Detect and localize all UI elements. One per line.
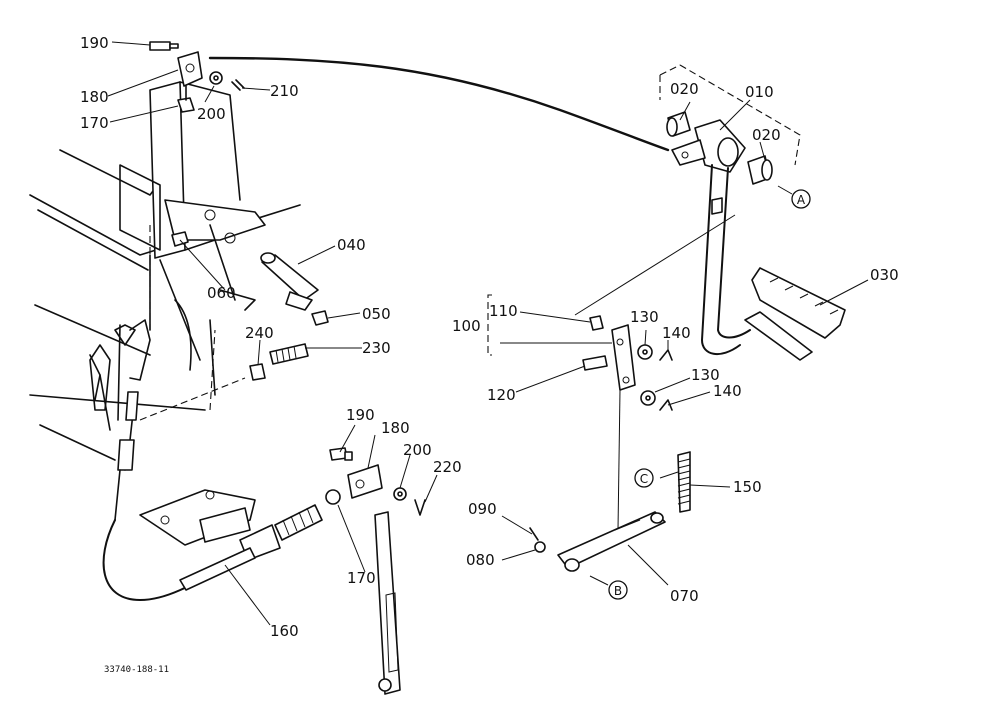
lower-clevis-assembly <box>329 447 426 695</box>
label-200-lower: 200 <box>403 441 432 459</box>
bolt-060 <box>171 231 189 247</box>
svg-text:A: A <box>797 193 806 207</box>
spring-150 <box>659 451 691 513</box>
label-210: 210 <box>270 82 299 100</box>
label-130-upper: 130 <box>630 308 659 326</box>
label-040: 040 <box>337 236 366 254</box>
bolt-050 <box>311 310 329 326</box>
label-170-upper: 170 <box>80 114 109 132</box>
svg-text:B: B <box>614 584 622 598</box>
label-130-lower: 130 <box>691 366 720 384</box>
label-010: 010 <box>745 83 774 101</box>
pin-090 <box>529 527 539 541</box>
upper-clevis-assembly <box>149 41 245 113</box>
label-090: 090 <box>468 500 497 518</box>
cable-adjuster <box>274 504 323 541</box>
label-190-lower: 190 <box>346 406 375 424</box>
ref-b: B <box>589 575 628 600</box>
leader-lines <box>107 41 869 626</box>
part-labels: 190 180 170 200 210 040 060 050 240 230 … <box>80 34 899 640</box>
lower-arm-assembly <box>529 511 666 572</box>
bolt-190-upper <box>149 41 171 51</box>
label-170-lower: 170 <box>347 569 376 587</box>
label-150: 150 <box>733 478 762 496</box>
clevis-180-lower <box>347 464 383 499</box>
label-160: 160 <box>270 622 299 640</box>
label-020-left: 020 <box>670 80 699 98</box>
pedal-assembly <box>574 64 846 361</box>
label-110: 110 <box>489 302 518 320</box>
washer-080 <box>534 541 546 553</box>
nut-240 <box>249 363 266 381</box>
cable-bracket <box>139 489 256 546</box>
frame-structure <box>29 81 301 461</box>
label-070: 070 <box>670 587 699 605</box>
label-020-right: 020 <box>752 126 781 144</box>
label-120: 120 <box>487 386 516 404</box>
label-190-upper: 190 <box>80 34 109 52</box>
pedal-pad-030 <box>751 267 846 339</box>
cable-upper <box>208 56 670 152</box>
drawing-code: 33740-188-11 <box>104 665 169 675</box>
label-030: 030 <box>870 266 899 284</box>
label-140-lower: 140 <box>713 382 742 400</box>
svg-text:C: C <box>640 472 648 486</box>
bolt-120 <box>582 355 608 371</box>
lower-cable-assembly <box>102 391 341 601</box>
nut-170-lower <box>325 489 341 505</box>
pedal-arm <box>701 164 741 355</box>
label-140-upper: 140 <box>662 324 691 342</box>
label-100: 100 <box>452 317 481 335</box>
label-180-lower: 180 <box>381 419 410 437</box>
pin-110 <box>589 315 604 331</box>
label-240: 240 <box>245 324 274 342</box>
label-080: 080 <box>466 551 495 569</box>
ref-a: A <box>777 185 811 209</box>
ref-c: C <box>634 468 654 488</box>
label-200-upper: 200 <box>197 105 226 123</box>
rod-assembly <box>171 231 329 381</box>
clevis-180-upper <box>177 51 203 87</box>
label-060: 060 <box>207 284 236 302</box>
pin-140-upper <box>659 349 673 361</box>
label-050: 050 <box>362 305 391 323</box>
label-220: 220 <box>433 458 462 476</box>
pedal-link-rod <box>374 511 401 695</box>
pin-220 <box>414 499 426 516</box>
lever-assembly-100 <box>487 294 673 531</box>
label-230: 230 <box>362 339 391 357</box>
pin-140-lower <box>659 399 673 411</box>
lever-plate <box>611 324 636 391</box>
pin-210 <box>231 79 245 91</box>
label-180-upper: 180 <box>80 88 109 106</box>
